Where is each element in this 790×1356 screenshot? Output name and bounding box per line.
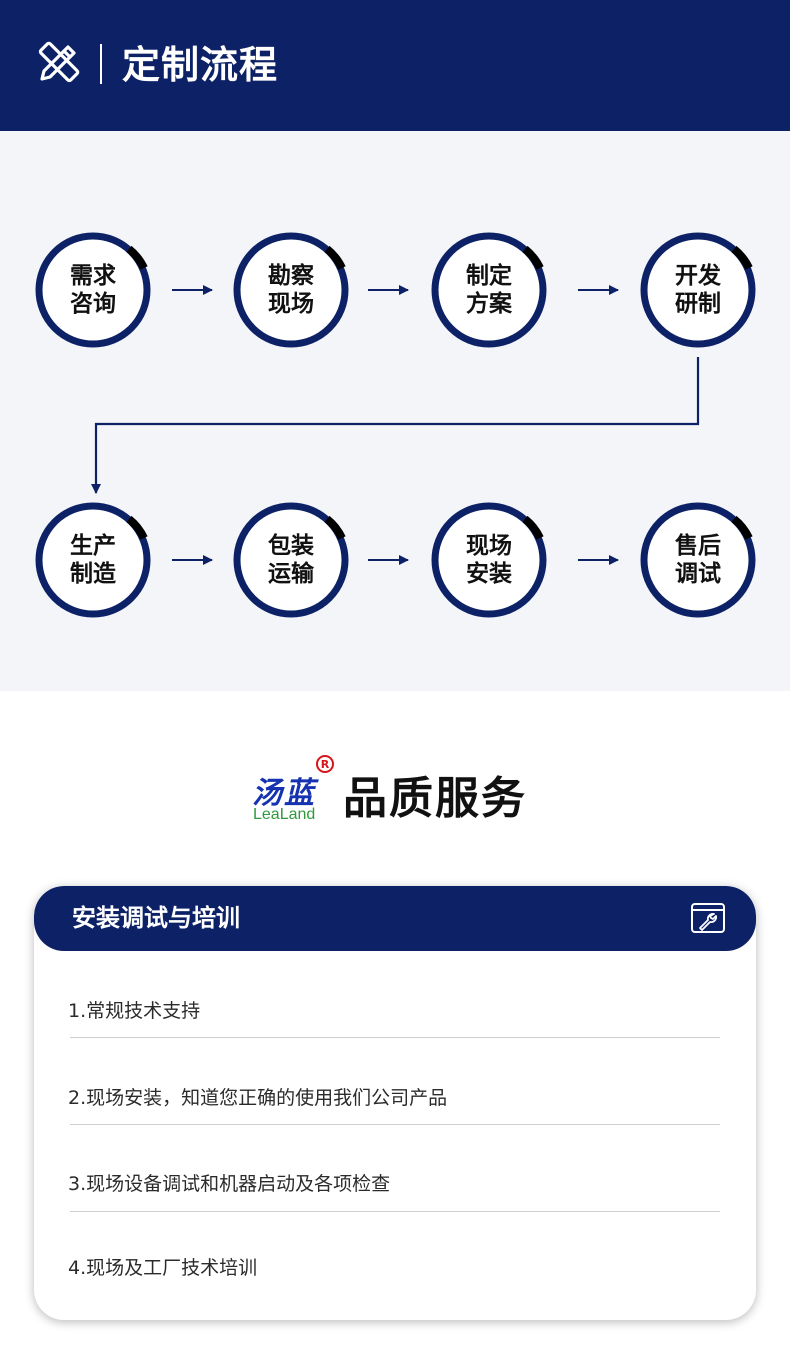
process-connectors [91, 285, 700, 565]
step-develop: 开发研制 [639, 231, 757, 349]
step-label: 制定方案 [466, 263, 512, 317]
service-title: 品质服务 [343, 773, 527, 824]
list-item: 4.现场及工厂技术培训 [68, 1255, 720, 1281]
step-survey: 勘察现场 [232, 231, 350, 349]
process-section: 需求咨询 勘察现场 制定方案 开发研制 生产制造 包装运输 现场安装 售后调试 [0, 131, 790, 691]
list-item: 1.常规技术支持 [68, 998, 720, 1024]
step-aftersales: 售后调试 [639, 501, 757, 619]
step-label: 开发研制 [675, 263, 721, 317]
divider [70, 1211, 720, 1212]
step-label: 勘察现场 [268, 263, 314, 317]
step-label: 包装运输 [268, 533, 314, 587]
step-label: 售后调试 [675, 533, 721, 587]
divider [70, 1037, 720, 1038]
brand-logo-english: LeaLand [253, 806, 316, 823]
list-item-text: 4.现场及工厂技术培训 [68, 1257, 258, 1279]
pencil-ruler-icon [38, 41, 80, 83]
step-requirements: 需求咨询 [34, 231, 152, 349]
arrow-4-5 [91, 357, 700, 494]
step-label: 现场安装 [466, 533, 512, 587]
training-card: 安装调试与培训 1.常规技术支持 2.现场安装，知道您正确的使用我们公司产品 3… [34, 886, 756, 1320]
list-item-text: 1.常规技术支持 [68, 1000, 201, 1022]
list-item-text: 2.现场安装，知道您正确的使用我们公司产品 [68, 1087, 448, 1109]
registered-mark: R [316, 755, 334, 773]
card-title: 安装调试与培训 [72, 904, 240, 932]
step-label: 需求咨询 [70, 263, 116, 317]
wrench-icon [691, 903, 725, 933]
brand-logo-chinese: 汤蓝 [252, 776, 316, 811]
list-item: 3.现场设备调试和机器启动及各项检查 [68, 1171, 720, 1197]
divider [70, 1124, 720, 1125]
list-item-text: 3.现场设备调试和机器启动及各项检查 [68, 1173, 391, 1195]
header-banner: 定制流程 [0, 0, 790, 131]
list-item: 2.现场安装，知道您正确的使用我们公司产品 [68, 1085, 720, 1111]
step-label: 生产制造 [70, 533, 116, 587]
header-divider [100, 44, 102, 84]
step-plan: 制定方案 [430, 231, 548, 349]
page-title: 定制流程 [122, 43, 279, 87]
step-installation: 现场安装 [430, 501, 548, 619]
step-manufacture: 生产制造 [34, 501, 152, 619]
step-packaging: 包装运输 [232, 501, 350, 619]
card-header: 安装调试与培训 [34, 886, 756, 951]
